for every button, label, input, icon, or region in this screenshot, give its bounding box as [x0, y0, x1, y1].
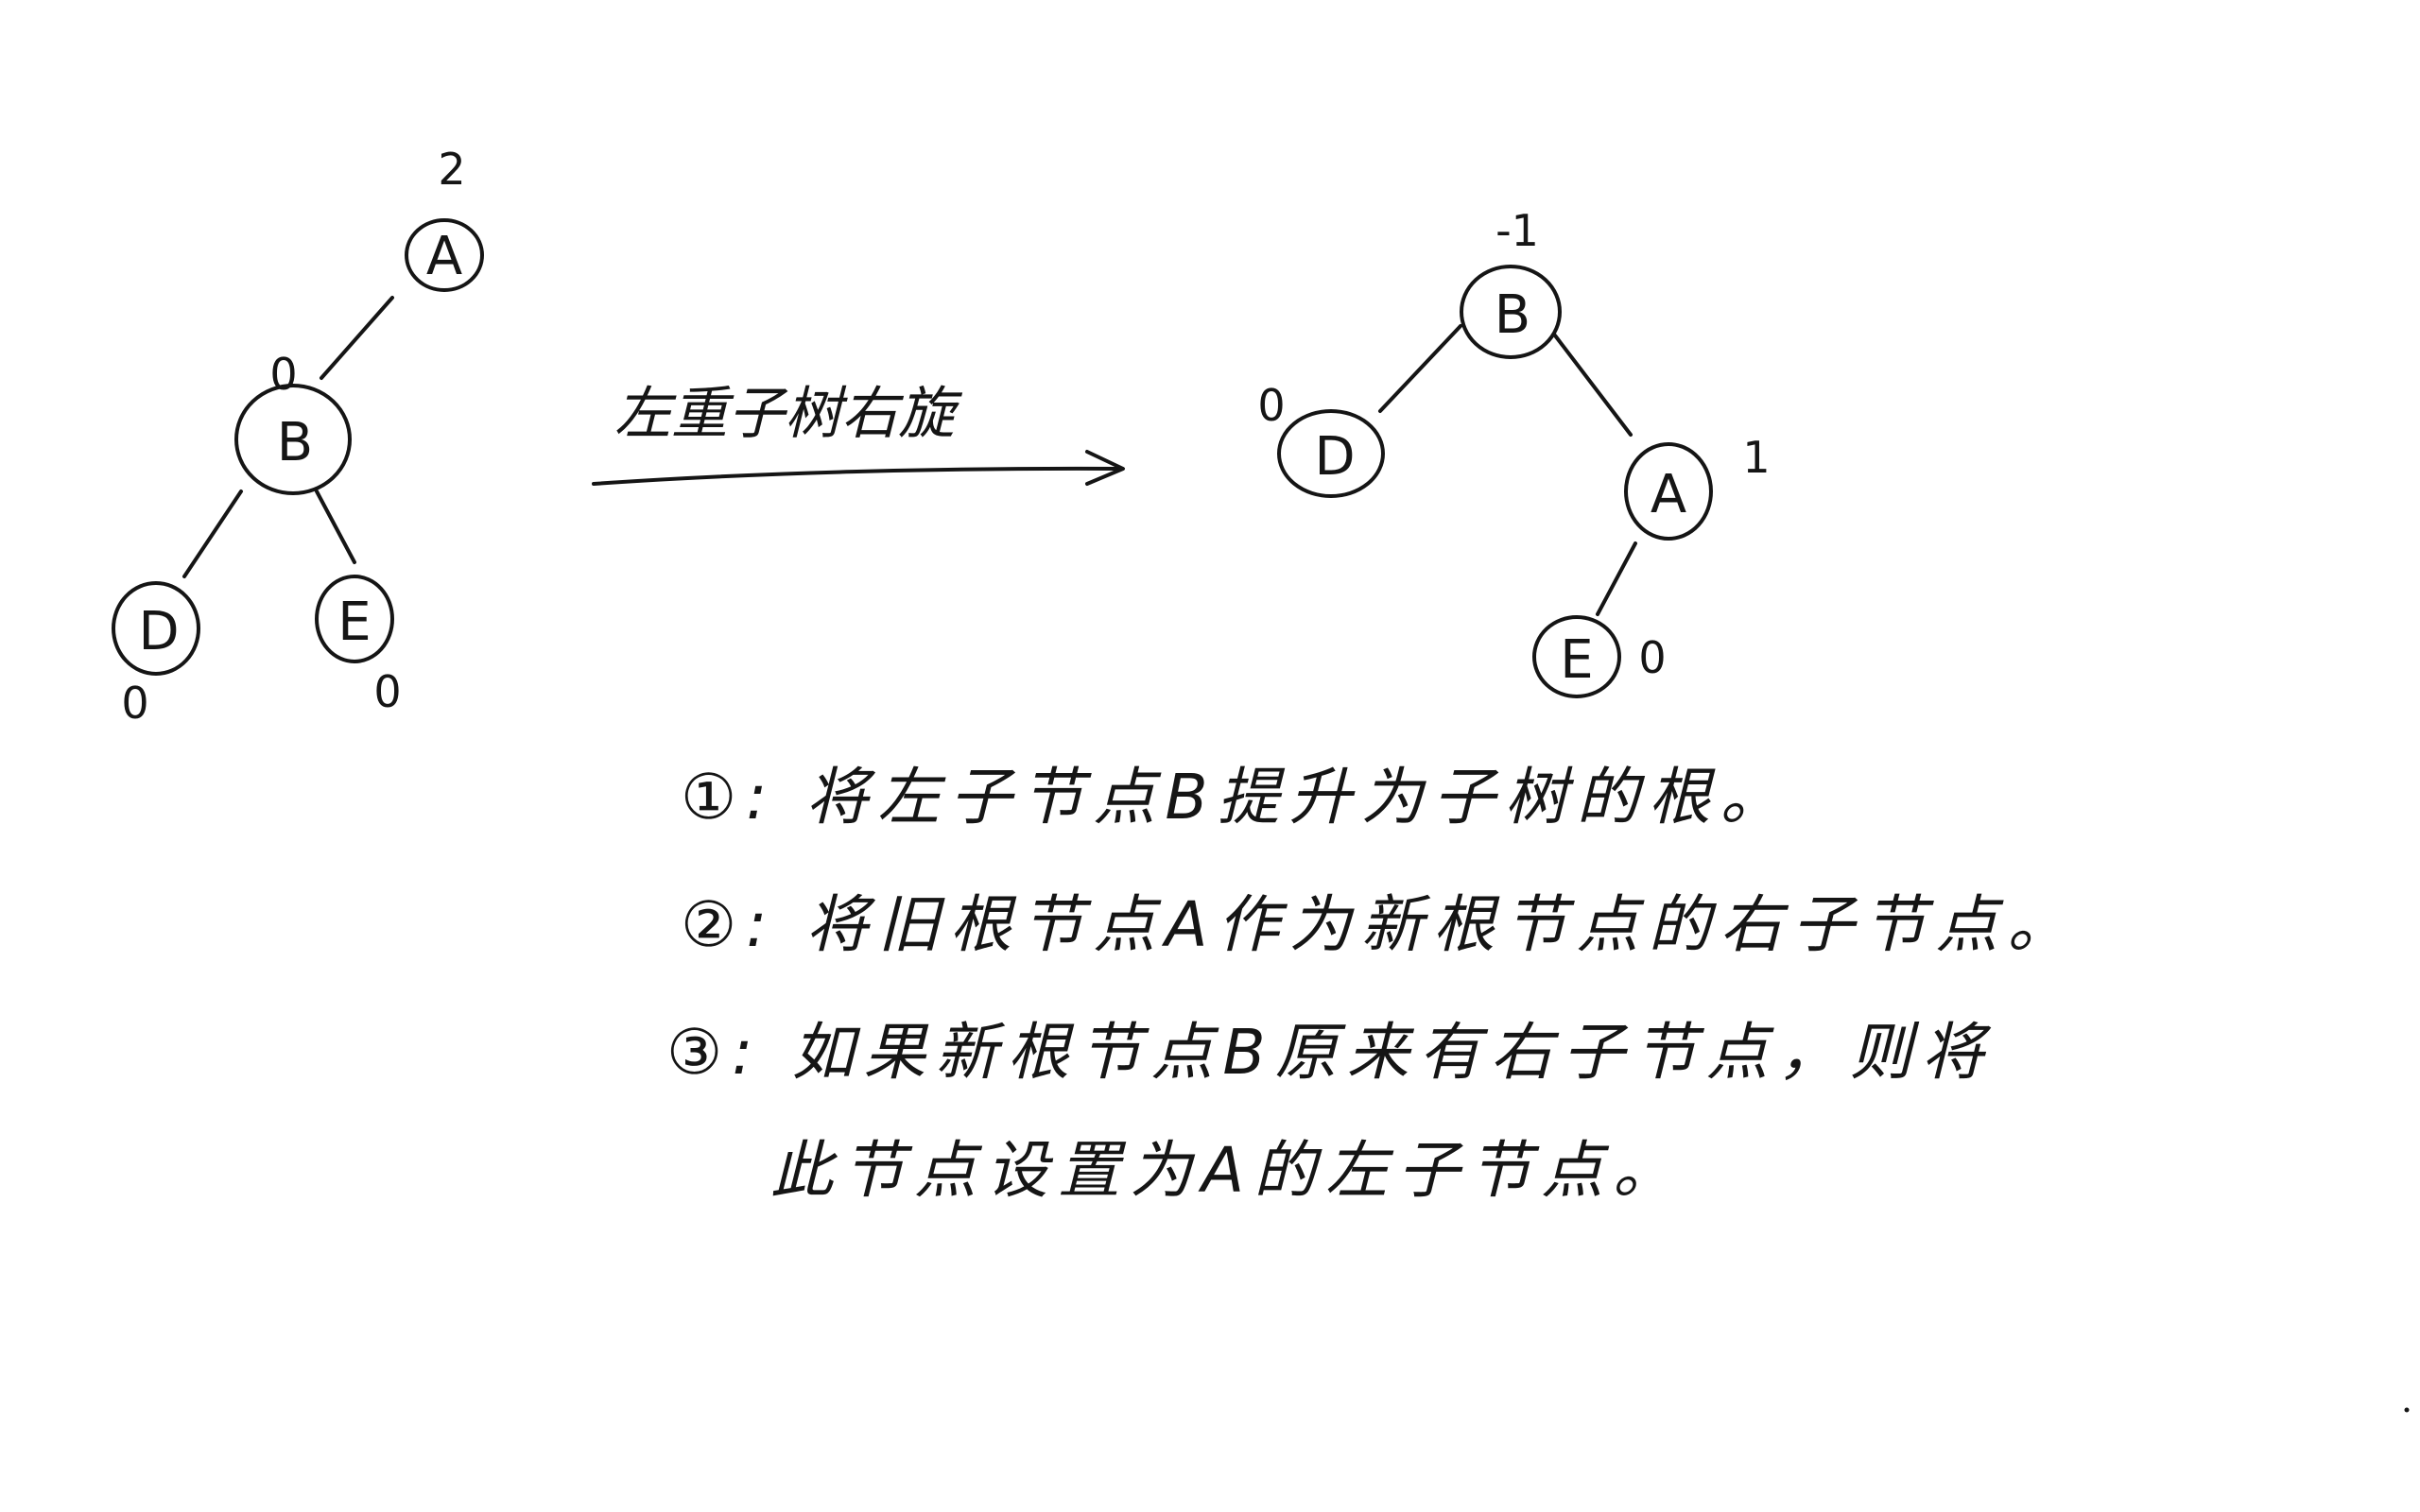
edge-b-d-after: [1378, 324, 1462, 413]
rotation-arrow: 左重子树右旋: [592, 381, 1125, 486]
svg-text:B: B: [1495, 284, 1530, 346]
balance-e: 0: [373, 666, 401, 717]
edge-b-e: [315, 490, 356, 564]
balance-a: 2: [438, 144, 465, 195]
stray-dot: [2404, 1407, 2410, 1413]
edge-a-b: [320, 296, 394, 380]
before-tree: A 2 B 0 D 0 E 0: [112, 144, 484, 729]
balance-b-after: -1: [1495, 205, 1539, 256]
edge-b-d: [182, 490, 243, 578]
edge-a-e-after: [1596, 541, 1637, 616]
balance-b: 0: [269, 349, 297, 400]
node-e: E: [315, 575, 394, 663]
node-d: D: [112, 581, 200, 676]
balance-e-after: 0: [1638, 632, 1666, 683]
svg-text:D: D: [138, 601, 179, 662]
balance-d: 0: [121, 678, 148, 729]
step-3-continuation-text: 此节点设置为A的左子节点。: [770, 1134, 1685, 1207]
svg-text:E: E: [337, 592, 371, 653]
edge-b-a-after: [1553, 334, 1633, 437]
node-b: B: [234, 384, 352, 495]
node-d-after: D: [1277, 409, 1385, 498]
node-a-after: A: [1624, 442, 1713, 541]
svg-text:D: D: [1314, 426, 1355, 488]
balance-a-after: 1: [1742, 432, 1770, 483]
step-3-text: ③: 如果新根节点B原来有右子节点，则将: [666, 1016, 1994, 1089]
svg-text:E: E: [1560, 629, 1593, 691]
step-1-text: ①: 将左子节点B提升为子树的根。: [681, 761, 1792, 833]
node-b-after: B: [1460, 265, 1562, 359]
balance-d-after: 0: [1257, 380, 1285, 431]
step-2-text: ②: 将旧根节点A作为新根节点的右子节点。: [681, 888, 2080, 961]
svg-text:B: B: [277, 412, 313, 473]
node-a: A: [405, 218, 484, 292]
node-e-after: E: [1532, 615, 1621, 698]
rotation-caption: 左重子树右旋: [614, 381, 963, 447]
svg-text:A: A: [426, 226, 462, 287]
after-tree: B -1 D 0 A 1 E 0: [1257, 205, 1771, 698]
svg-text:A: A: [1651, 464, 1686, 525]
